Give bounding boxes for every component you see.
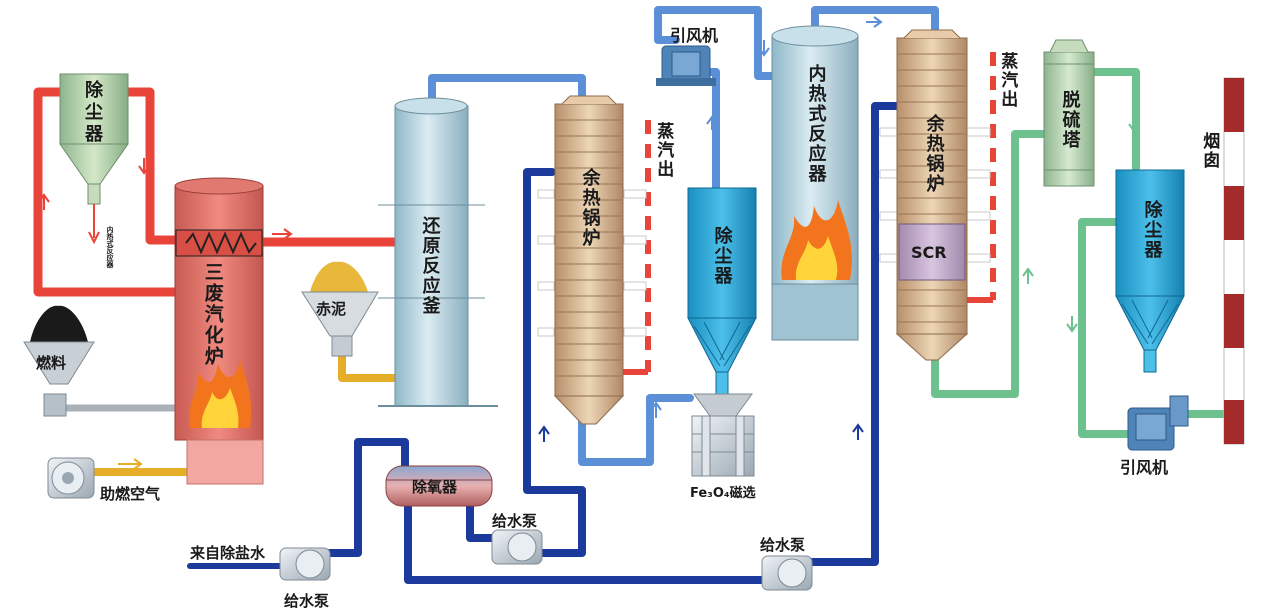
dust-collector-1-label: 除尘器 [84,79,104,145]
desalted-water-label: 来自除盐水 [190,544,266,562]
feed-pump-3 [761,555,813,591]
heat-exchanger-coil-icon [185,231,257,255]
dust-collector-3-label: 除尘器 [1141,200,1163,260]
fuel-label: 燃料 [36,354,67,372]
feed-pump-2-label: 给水泵 [492,512,538,530]
fuel-hopper [23,305,95,417]
waste-heat-boiler-2 [895,29,969,361]
fan-icon [62,472,74,484]
magnetic-separator [691,393,755,477]
reduction-kettle [378,97,498,407]
induced-draft-fan-2 [1127,395,1189,451]
reduction-kettle-label: 还原反应釜 [419,216,441,316]
magnetic-separation-label: Fe₃O₄磁选 [690,486,756,501]
red-mud-hopper [301,261,379,357]
deaerator [385,465,493,507]
dust-collector-2 [687,187,757,397]
feed-pump-2 [491,529,543,565]
dust-collector-3 [1115,169,1185,373]
steam-out-1-label: 蒸汽出 [653,122,674,179]
flow-arrows [38,16,1140,470]
boiler-2-label: 余热锅炉 [923,114,945,194]
gasifier-label: 三废汽化炉 [201,262,224,367]
waste-heat-boiler-1 [553,95,625,425]
desulfurization-tower [1043,39,1095,187]
desulfurization-tower-label: 脱硫塔 [1059,90,1081,150]
fan-2-label: 引风机 [1120,458,1169,477]
induced-draft-fan-1 [656,45,716,86]
fan-1-label: 引风机 [670,26,719,45]
chimney [1223,77,1245,445]
internal-reactor-label: 内热式反应器 [805,64,827,184]
arrowhead-icon [88,231,100,245]
feed-pump-1-label: 给水泵 [284,592,330,610]
chimney-label: 烟囱 [1199,132,1220,170]
feed-pump-1 [279,547,331,581]
red-mud-label: 赤泥 [316,300,347,318]
internal-reactor [771,25,859,341]
scr-label: SCR [911,243,947,262]
gasifier [174,177,264,485]
red-mud-pile-icon [310,261,368,292]
steam-out-lines [622,52,996,375]
feed-pump-3-label: 给水泵 [760,536,806,554]
boiler-1-connectors [537,189,647,337]
combustion-air-fan [47,457,95,499]
pipe-network [33,6,1228,584]
boiler-1-label: 余热锅炉 [579,168,601,248]
steam-out-2-label: 蒸汽出 [997,52,1018,109]
deaerator-label: 除氧器 [412,478,458,496]
scr-unit [898,223,966,281]
to-reactor-label: 内热式反应器 [106,226,114,268]
dust-collector-2-label: 除尘器 [711,226,733,286]
dust-collector-1: 除尘器 [59,73,129,205]
combustion-air-label: 助燃空气 [100,485,161,503]
coal-pile-icon [30,305,88,342]
